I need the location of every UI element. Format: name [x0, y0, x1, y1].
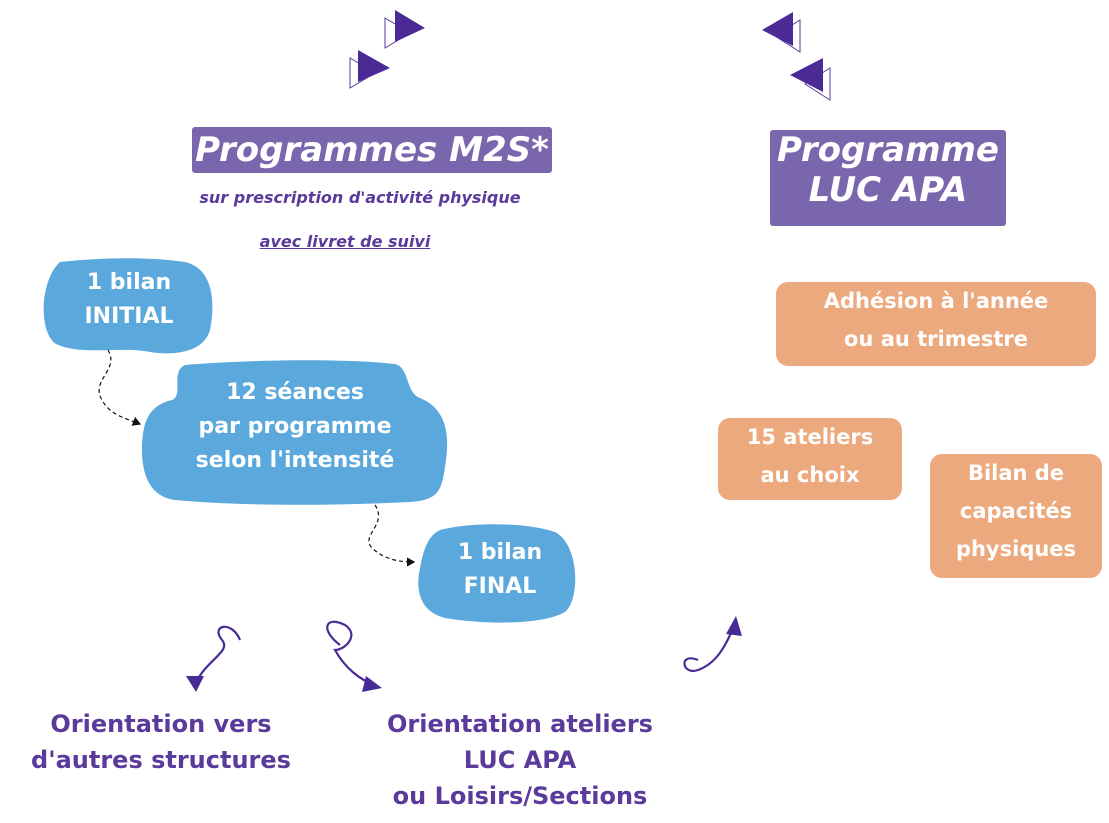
box-ateliers-line2: au choix: [760, 463, 860, 487]
right-program-title-line1: Programme: [777, 130, 999, 170]
orientation-ateliers-line1: Orientation ateliers: [387, 710, 653, 738]
dashed-arrow-icon: [368, 504, 416, 567]
curly-arrow-icon: [326, 620, 382, 692]
box-bilan-line1: Bilan de: [967, 461, 1065, 485]
blue-blob-final: [418, 524, 576, 623]
curly-arrow-icon: [186, 625, 242, 692]
step-final-line2: FINAL: [463, 574, 537, 599]
box-ateliers: 15 ateliers au choix: [718, 418, 902, 500]
step-seances-line1: 12 séances: [226, 380, 364, 405]
orientation-ateliers: Orientation ateliers LUC APA ou Loisirs/…: [350, 706, 690, 814]
right-program-title: Programme LUC APA: [770, 130, 1006, 226]
left-program-title: Programmes M2S*: [192, 127, 552, 173]
box-bilan-capacites: Bilan de capacités physiques: [930, 454, 1102, 578]
right-program-title-line2: LUC APA: [808, 170, 968, 210]
blue-blob-seances: [142, 360, 448, 505]
box-bilan-line3: physiques: [955, 537, 1077, 561]
step-initial: 1 bilan INITIAL: [54, 266, 204, 334]
orientation-structures-line1: Orientation vers: [50, 710, 272, 738]
step-initial-line1: 1 bilan: [86, 270, 172, 295]
triangle-cluster-icon: [762, 12, 831, 101]
step-final-line1: 1 bilan: [457, 540, 543, 565]
left-program-subtitle: sur prescription d'activité physique: [199, 188, 521, 207]
step-initial-line2: INITIAL: [84, 304, 174, 329]
triangle-cluster-icon: [349, 10, 425, 89]
orientation-ateliers-line3: ou Loisirs/Sections: [392, 782, 648, 810]
orientation-ateliers-line2: LUC APA: [463, 746, 577, 774]
step-seances: 12 séances par programme selon l'intensi…: [150, 376, 440, 478]
box-bilan-line2: capacités: [959, 499, 1073, 523]
curly-arrow-icon: [683, 616, 742, 673]
box-adhesion-line2: ou au trimestre: [844, 327, 1028, 351]
dashed-arrow-icon: [98, 349, 142, 426]
box-ateliers-line1: 15 ateliers: [746, 425, 874, 449]
step-seances-line3: selon l'intensité: [195, 448, 395, 473]
step-seances-line2: par programme: [198, 414, 392, 439]
blue-blob-initial: [43, 258, 213, 354]
box-adhesion: Adhésion à l'année ou au trimestre: [776, 282, 1096, 366]
orientation-structures-line2: d'autres structures: [31, 746, 291, 774]
box-adhesion-line1: Adhésion à l'année: [823, 289, 1049, 313]
left-program-subtitle-link: avec livret de suivi: [259, 232, 431, 251]
step-final: 1 bilan FINAL: [425, 536, 575, 604]
orientation-structures: Orientation vers d'autres structures: [0, 706, 322, 778]
